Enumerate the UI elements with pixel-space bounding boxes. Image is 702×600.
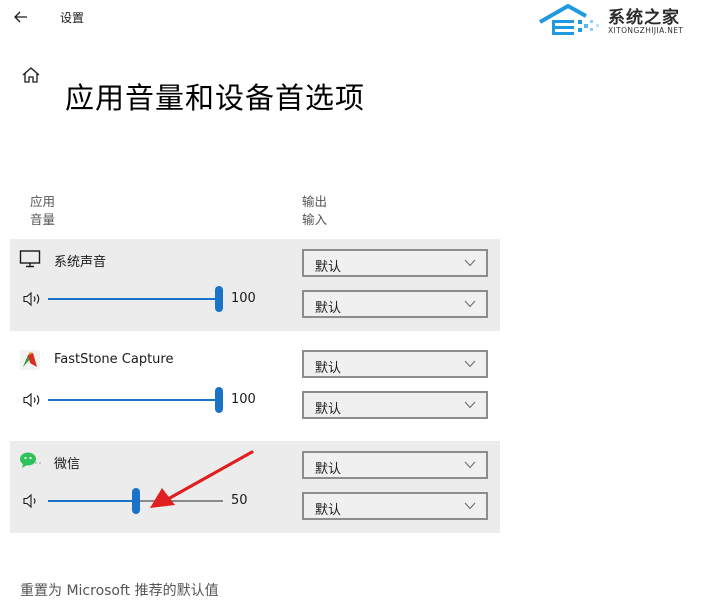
window-title: 设置 bbox=[60, 11, 85, 25]
output-device-dropdown[interactable]: 默认 bbox=[302, 350, 488, 378]
reset-defaults-link[interactable]: 重置为 Microsoft 推荐的默认值 bbox=[20, 583, 219, 599]
app-name: FastStone Capture bbox=[54, 352, 174, 367]
volume-value: 50 bbox=[231, 493, 248, 508]
volume-slider-thumb[interactable] bbox=[132, 488, 140, 514]
back-arrow-icon[interactable] bbox=[10, 6, 32, 28]
input-device-dropdown[interactable]: 默认 bbox=[302, 492, 488, 520]
faststone-capture-icon bbox=[20, 350, 40, 370]
speaker-icon[interactable] bbox=[22, 291, 44, 307]
input-device-dropdown[interactable]: 默认 bbox=[302, 290, 488, 318]
chevron-down-icon bbox=[464, 502, 476, 510]
volume-slider-fill bbox=[48, 399, 219, 401]
column-header-output-input: 输出 输入 bbox=[302, 193, 327, 229]
output-device-dropdown[interactable]: 默认 bbox=[302, 451, 488, 479]
app-name: 微信 bbox=[54, 457, 81, 472]
app-name: 系统声音 bbox=[54, 255, 107, 270]
column-header-input: 输入 bbox=[302, 212, 328, 227]
monitor-icon bbox=[19, 250, 41, 268]
volume-slider[interactable] bbox=[48, 387, 223, 413]
volume-value: 100 bbox=[231, 291, 256, 306]
chevron-down-icon bbox=[464, 300, 476, 308]
chevron-down-icon bbox=[464, 259, 476, 267]
house-logo-icon bbox=[539, 4, 599, 35]
chevron-down-icon bbox=[464, 461, 476, 469]
dropdown-value: 默认 bbox=[315, 361, 342, 376]
speaker-icon[interactable] bbox=[22, 392, 44, 408]
volume-slider-thumb[interactable] bbox=[215, 387, 223, 413]
volume-slider-fill bbox=[48, 500, 136, 502]
volume-slider[interactable] bbox=[48, 286, 223, 312]
wechat-icon bbox=[20, 452, 41, 468]
watermark-logo: 系统之家 XITONGZHIJIA.NET bbox=[538, 0, 702, 44]
app-row-system-sounds: 系统声音 100 默认 默认 bbox=[10, 239, 500, 331]
chevron-down-icon bbox=[464, 360, 476, 368]
volume-slider[interactable] bbox=[48, 488, 223, 514]
app-row-wechat: 微信 50 默认 默认 bbox=[10, 441, 500, 533]
dropdown-value: 默认 bbox=[315, 462, 342, 477]
dropdown-value: 默认 bbox=[315, 402, 342, 417]
column-header-output: 输出 bbox=[302, 194, 328, 209]
app-row-faststone-capture: FastStone Capture 100 默认 默认 bbox=[10, 340, 500, 432]
chevron-down-icon bbox=[464, 401, 476, 409]
column-header-volume: 音量 bbox=[30, 212, 56, 227]
watermark-name-en: XITONGZHIJIA.NET bbox=[608, 26, 684, 35]
home-icon[interactable] bbox=[20, 64, 42, 86]
dropdown-value: 默认 bbox=[315, 301, 342, 316]
input-device-dropdown[interactable]: 默认 bbox=[302, 391, 488, 419]
dropdown-value: 默认 bbox=[315, 260, 342, 275]
watermark-name-cn: 系统之家 bbox=[608, 8, 680, 28]
page-title: 应用音量和设备首选项 bbox=[65, 81, 366, 116]
column-header-app-volume: 应用 音量 bbox=[30, 193, 55, 229]
volume-slider-fill bbox=[48, 298, 219, 300]
volume-slider-thumb[interactable] bbox=[215, 286, 223, 312]
speaker-icon[interactable] bbox=[22, 493, 44, 509]
volume-value: 100 bbox=[231, 392, 256, 407]
column-header-app: 应用 bbox=[30, 194, 56, 209]
title-bar: 设置 bbox=[0, 0, 702, 34]
output-device-dropdown[interactable]: 默认 bbox=[302, 249, 488, 277]
dropdown-value: 默认 bbox=[315, 503, 342, 518]
